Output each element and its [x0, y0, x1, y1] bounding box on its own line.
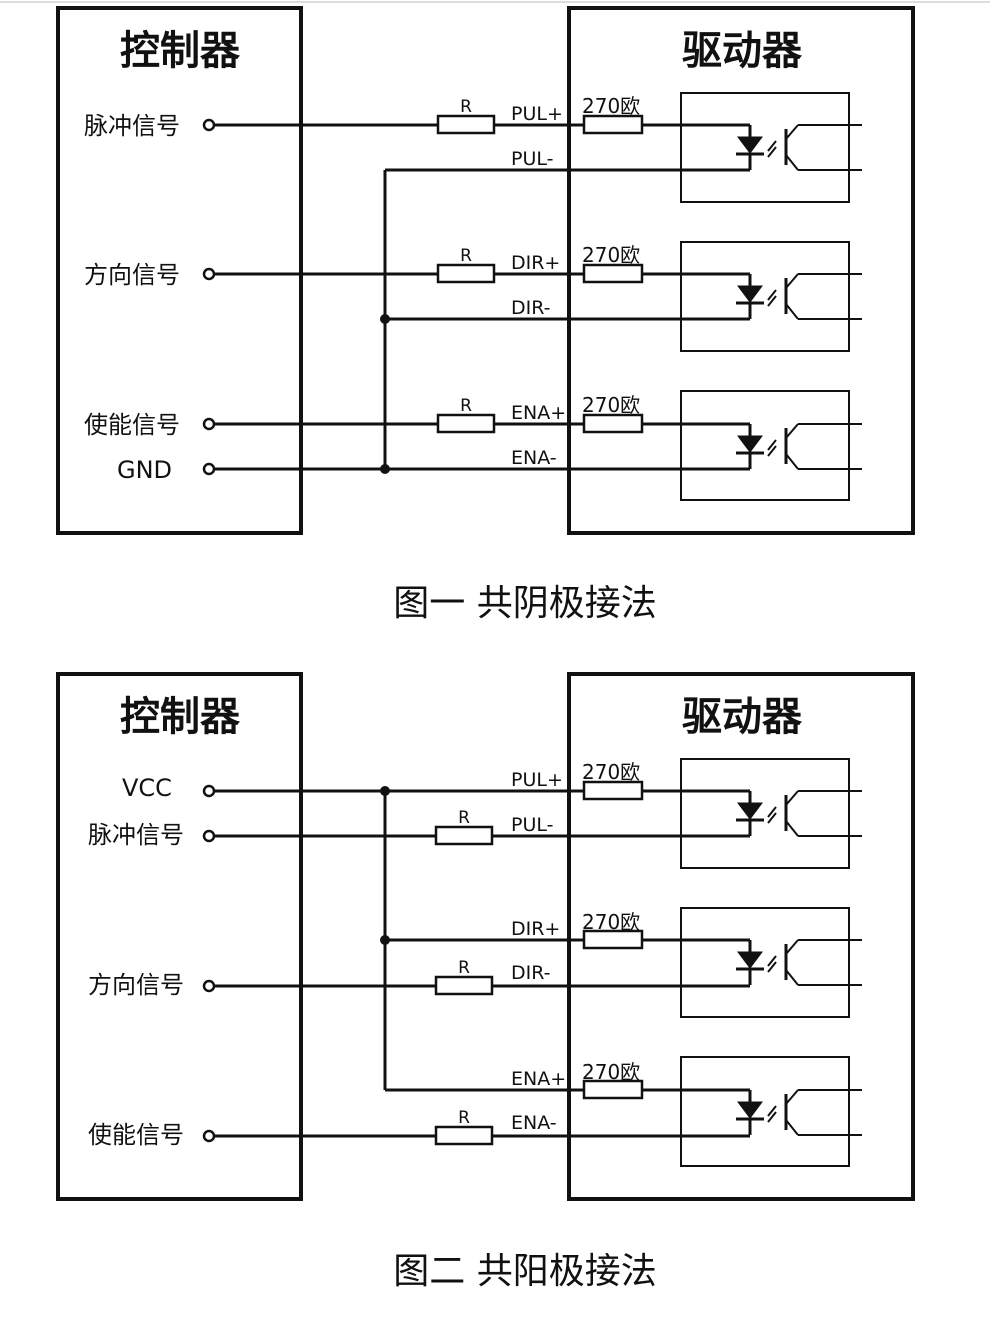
pulse-signal-label: 脉冲信号 [84, 112, 180, 140]
direction-signal-label: 方向信号 [84, 261, 180, 289]
led-icon [737, 435, 763, 453]
led-icon [737, 1101, 763, 1119]
pin-label: ENA- [511, 1112, 557, 1134]
light-arrow-icon [767, 445, 777, 457]
vcc-terminal [202, 784, 216, 798]
figure-common-anode: 控制器 驱动器 VCC 脉冲信号 方向信号 使能信号 R R R PUL+ PU… [56, 672, 915, 1292]
pin-label: ENA+ [511, 1068, 566, 1090]
led-icon [737, 285, 763, 303]
controller-box [56, 672, 303, 1201]
light-arrow-icon [767, 295, 777, 307]
light-arrow-icon [767, 812, 777, 824]
figure-caption: 图二 共阳极接法 [393, 1251, 656, 1292]
led-icon [737, 136, 763, 154]
enable-terminal [202, 1129, 216, 1143]
junction-dot [380, 314, 390, 324]
driver-resistor-label: 270欧 [582, 393, 640, 417]
phototransistor-collector [785, 124, 799, 140]
vcc-label: VCC [122, 774, 172, 802]
light-arrow-icon [767, 955, 777, 967]
driver-resistor-label: 270欧 [582, 760, 640, 784]
pin-label: PUL- [511, 148, 553, 170]
led-icon [737, 951, 763, 969]
pulse-terminal [202, 829, 216, 843]
optocoupler-dir [582, 907, 850, 1018]
light-arrow-icon [767, 1111, 777, 1123]
controller-box [56, 6, 303, 535]
led-icon [737, 802, 763, 820]
phototransistor-emitter [785, 154, 799, 171]
driver-box [567, 6, 915, 535]
enable-terminal [202, 417, 216, 431]
light-arrow-icon [767, 1105, 777, 1117]
phototransistor-collector [785, 273, 799, 289]
pin-label: PUL+ [511, 103, 563, 125]
optocoupler-pul [582, 92, 850, 203]
pul-resistor [436, 114, 496, 135]
controller-title: 控制器 [120, 694, 241, 740]
optocoupler-pul [582, 758, 850, 869]
gnd-terminal [202, 462, 216, 476]
pul-resistor [434, 825, 494, 846]
pin-label: DIR+ [511, 252, 560, 274]
enable-signal-label: 使能信号 [88, 1121, 184, 1149]
direction-terminal [202, 267, 216, 281]
phototransistor-emitter [785, 453, 799, 470]
pin-label: PUL+ [511, 769, 563, 791]
light-arrow-icon [767, 961, 777, 973]
junction-dot [380, 464, 390, 474]
optocoupler-symbols [736, 124, 862, 1136]
pin-label: PUL- [511, 814, 553, 836]
pul-resistor-label: R [458, 808, 470, 828]
phototransistor-emitter [785, 303, 799, 320]
pulse-terminal [202, 118, 216, 132]
gnd-label: GND [117, 456, 172, 484]
phototransistor-collector [785, 939, 799, 955]
ena-resistor-label: R [460, 396, 472, 416]
pin-label: DIR- [511, 297, 551, 319]
ena-resistor [436, 413, 496, 434]
pulse-signal-label: 脉冲信号 [88, 821, 184, 849]
figure-caption: 图一 共阴极接法 [393, 583, 656, 624]
dir-resistor [434, 975, 494, 996]
light-arrow-icon [767, 140, 777, 152]
junction-dot [380, 786, 390, 796]
light-arrow-icon [767, 289, 777, 301]
driver-resistor-label: 270欧 [582, 94, 640, 118]
pin-label: DIR+ [511, 918, 560, 940]
direction-terminal [202, 979, 216, 993]
driver-title: 驱动器 [682, 694, 803, 740]
ena-resistor-label: R [458, 1108, 470, 1128]
controller-title: 控制器 [120, 28, 241, 74]
pin-label: ENA- [511, 447, 557, 469]
optocoupler-ena [582, 1056, 850, 1167]
ena-resistor [434, 1125, 494, 1146]
optocoupler-ena [582, 390, 850, 501]
light-arrow-icon [767, 146, 777, 158]
direction-signal-label: 方向信号 [88, 971, 184, 999]
phototransistor-collector [785, 423, 799, 439]
driver-box [567, 672, 915, 1201]
driver-title: 驱动器 [682, 28, 803, 74]
optocoupler-dir [582, 241, 850, 352]
pul-resistor-label: R [460, 97, 472, 117]
junction-dot [380, 935, 390, 945]
enable-signal-label: 使能信号 [84, 411, 180, 439]
dir-resistor-label: R [458, 958, 470, 978]
pin-label: DIR- [511, 962, 551, 984]
phototransistor-collector [785, 790, 799, 806]
light-arrow-icon [767, 806, 777, 818]
dir-resistor [436, 263, 496, 284]
light-arrow-icon [767, 439, 777, 451]
driver-resistor-label: 270欧 [582, 243, 640, 267]
figure-common-cathode: 控制器 驱动器 脉冲信号 方向信号 使能信号 GND R R R [56, 6, 915, 624]
phototransistor-emitter [785, 969, 799, 986]
phototransistor-emitter [785, 1119, 799, 1136]
dir-resistor-label: R [460, 246, 472, 266]
phototransistor-collector [785, 1089, 799, 1105]
pin-label: ENA+ [511, 402, 566, 424]
phototransistor-emitter [785, 820, 799, 837]
